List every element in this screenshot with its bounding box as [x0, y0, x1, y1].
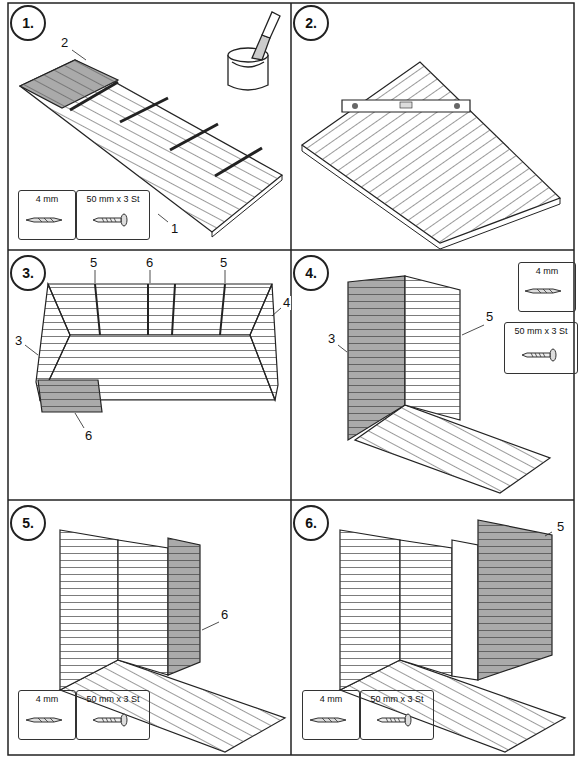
- step-number: 5.: [10, 505, 46, 541]
- hardware-box: 4 mm: [518, 262, 576, 312]
- hardware-box: 50 mm x 3 St: [76, 690, 150, 740]
- step-label: 1.: [22, 15, 34, 31]
- hardware-box: 50 mm x 3 St: [360, 690, 434, 740]
- hardware-label: 4 mm: [19, 191, 75, 204]
- step-label: 4.: [305, 265, 317, 281]
- callout-number: 3: [327, 332, 336, 346]
- callout-number: 5: [89, 256, 98, 270]
- callout-number: 2: [60, 36, 69, 50]
- hardware-label: 50 mm x 3 St: [505, 323, 577, 336]
- callout-number: 6: [145, 256, 154, 270]
- hardware-label: 50 mm x 3 St: [361, 691, 433, 704]
- callout-number: 1: [170, 222, 179, 236]
- hardware-label: 50 mm x 3 St: [77, 691, 149, 704]
- callout-number: 5: [219, 256, 228, 270]
- callout-number: 4: [282, 296, 291, 310]
- hardware-label: 4 mm: [19, 691, 75, 704]
- step-number: 2.: [293, 5, 329, 41]
- hardware-box: 50 mm x 3 St: [504, 322, 578, 374]
- step-label: 3.: [22, 265, 34, 281]
- hardware-box: 50 mm x 3 St: [76, 190, 150, 240]
- hardware-box: 4 mm: [18, 190, 76, 240]
- step-label: 2.: [305, 15, 317, 31]
- callout-number: 5: [485, 310, 494, 324]
- step-number: 4.: [293, 255, 329, 291]
- callout-number: 3: [14, 334, 23, 348]
- step-label: 6.: [305, 515, 317, 531]
- callout-number: 6: [220, 608, 229, 622]
- hardware-box: 4 mm: [18, 690, 76, 740]
- step-number: 3.: [10, 255, 46, 291]
- callout-number: 6: [84, 429, 93, 443]
- step-number: 1.: [10, 5, 46, 41]
- step-number: 6.: [293, 505, 329, 541]
- callout-number: 5: [556, 520, 565, 534]
- hardware-label: 4 mm: [303, 691, 359, 704]
- hardware-box: 4 mm: [302, 690, 360, 740]
- step-label: 5.: [22, 515, 34, 531]
- hardware-label: 50 mm x 3 St: [77, 191, 149, 204]
- hardware-label: 4 mm: [519, 263, 575, 276]
